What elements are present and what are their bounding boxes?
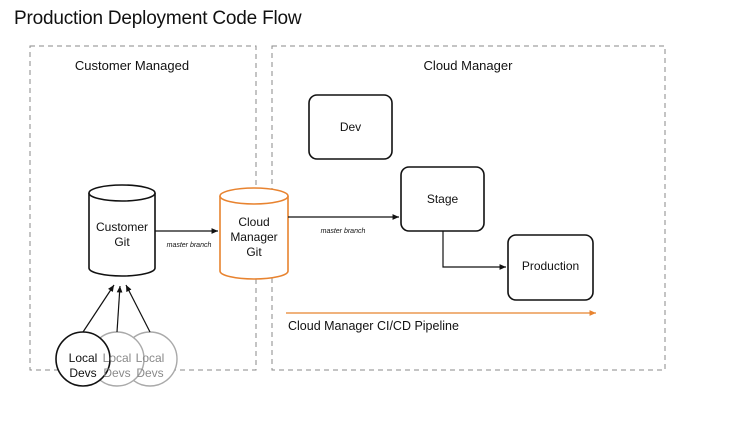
page-title: Production Deployment Code Flow	[14, 8, 302, 29]
local-devs-label-3: Local Devs	[135, 351, 165, 380]
production-node	[507, 234, 594, 301]
local-devs-label-2: Local Devs	[102, 351, 132, 380]
stage-to-production-arrow	[442, 231, 506, 270]
local-dev-arrow-1	[82, 284, 115, 333]
local-dev-arrow-2	[116, 285, 123, 333]
stage-label: Stage	[426, 192, 459, 206]
dev-node	[308, 94, 393, 160]
local-devs-label-1: Local Devs	[68, 351, 98, 380]
dev-label: Dev	[339, 120, 362, 134]
cloud-to-stage-label: master branch	[320, 228, 366, 235]
local-dev-arrow-3	[125, 284, 151, 333]
cloud-manager-git-node	[219, 187, 289, 280]
pipeline-label: Cloud Manager CI/CD Pipeline	[288, 319, 459, 333]
customer-managed-label: Customer Managed	[74, 58, 190, 73]
customer-to-cloud-label: master branch	[166, 242, 212, 249]
customer-git-label: Customer Git	[95, 220, 148, 249]
cloud-manager-git-label: Cloud Manager Git	[230, 215, 278, 259]
production-label: Production	[521, 259, 580, 273]
cloud-manager-label: Cloud Manager	[423, 58, 513, 73]
customer-git-node	[88, 184, 156, 277]
